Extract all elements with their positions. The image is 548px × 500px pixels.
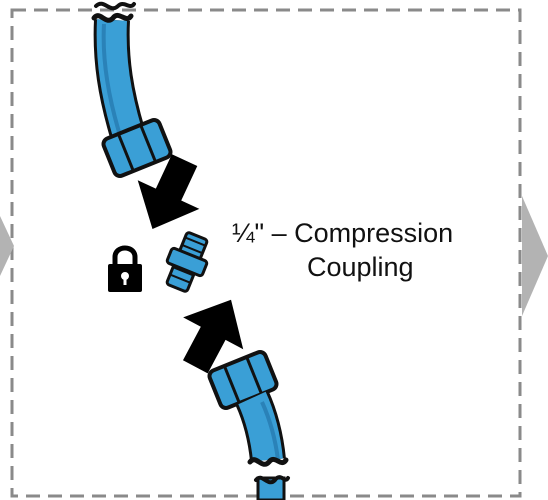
chevron-left-icon[interactable] [0,216,14,276]
upper-nut [101,118,173,178]
lock-icon [108,245,142,292]
lower-nut [207,350,279,410]
label-line-1: ¼" – Compression [232,218,453,248]
chevron-right-icon[interactable] [522,196,548,316]
break-mark-top [94,1,136,11]
compression-coupling [165,231,209,293]
label-line-2: Coupling [307,252,414,282]
dashed-frame [10,8,522,498]
upper-tube [91,12,146,141]
lower-tube [235,390,289,467]
tube-stub-bottom [254,475,290,500]
arrow-down [137,154,200,230]
arrow-up [182,299,244,374]
